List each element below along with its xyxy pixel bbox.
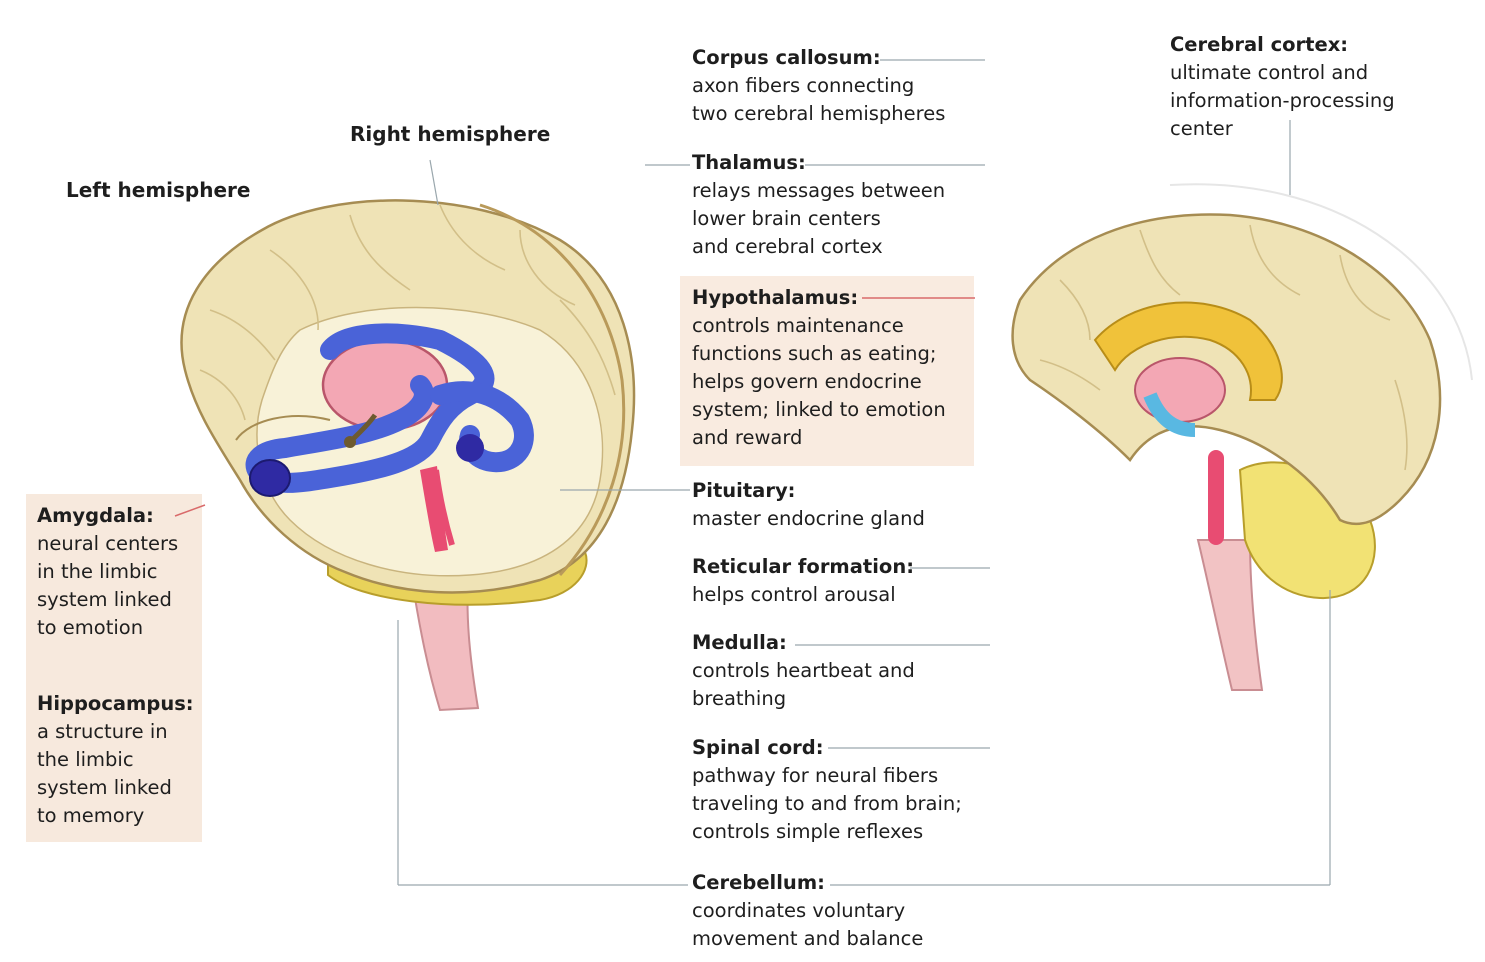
cerebral-cortex-line: information-processing (1170, 87, 1395, 115)
reticular-formation-title: Reticular formation: (692, 553, 914, 581)
cerebral-cortex-line: center (1170, 115, 1395, 143)
thalamus-label: Thalamus: relays messages between lower … (692, 149, 945, 261)
hippocampus-label: Hippocampus: a structure in the limbic s… (37, 690, 194, 830)
pituitary-line: master endocrine gland (692, 505, 925, 533)
amygdala-line: neural centers (37, 530, 178, 558)
thalamus-line: lower brain centers (692, 205, 945, 233)
hypothalamus-line: system; linked to emotion (692, 396, 946, 424)
cerebellum-title: Cerebellum: (692, 869, 923, 897)
hypothalamus-line: and reward (692, 424, 946, 452)
hypothalamus-line: functions such as eating; (692, 340, 946, 368)
cerebral-cortex-line: ultimate control and (1170, 59, 1395, 87)
thalamus-title: Thalamus: (692, 149, 945, 177)
right-cortex (1013, 214, 1440, 523)
medulla-line: controls heartbeat and (692, 657, 915, 685)
leader-amygdala (175, 505, 205, 516)
hippocampus-line: the limbic (37, 746, 194, 774)
amygdala-line: system linked (37, 586, 178, 614)
medulla-line: breathing (692, 685, 915, 713)
corpus-callosum-line: two cerebral hemispheres (692, 100, 945, 128)
amygdala-label: Amygdala: neural centers in the limbic s… (37, 502, 178, 642)
right-reticular (1208, 450, 1224, 545)
hippocampus-line: to memory (37, 802, 194, 830)
left-amygdala (250, 460, 290, 496)
pituitary-title: Pituitary: (692, 477, 925, 505)
cerebral-cortex-title: Cerebral cortex: (1170, 31, 1395, 59)
hippocampus-title: Hippocampus: (37, 690, 194, 718)
amygdala-line: to emotion (37, 614, 178, 642)
corpus-callosum-title: Corpus callosum: (692, 44, 945, 72)
right-brain-illustration (1013, 184, 1472, 690)
spinal-cord-line: pathway for neural fibers (692, 762, 962, 790)
hypothalamus-title: Hypothalamus: (692, 284, 946, 312)
hypothalamus-line: helps govern endocrine (692, 368, 946, 396)
spinal-cord-title: Spinal cord: (692, 734, 962, 762)
spinal-cord-label: Spinal cord: pathway for neural fibers t… (692, 734, 962, 846)
hypothalamus-line: controls maintenance (692, 312, 946, 340)
hippocampus-line: a structure in (37, 718, 194, 746)
hypothalamus-label: Hypothalamus: controls maintenance funct… (692, 284, 946, 452)
left-hemisphere-label: Left hemisphere (66, 178, 250, 202)
thalamus-line: relays messages between (692, 177, 945, 205)
left-brain-illustration (182, 200, 634, 710)
pituitary-label: Pituitary: master endocrine gland (692, 477, 925, 533)
thalamus-line: and cerebral cortex (692, 233, 945, 261)
cerebellum-line: coordinates voluntary (692, 897, 923, 925)
corpus-callosum-label: Corpus callosum: axon fibers connecting … (692, 44, 945, 128)
leader-right-hemisphere (430, 160, 438, 205)
corpus-callosum-line: axon fibers connecting (692, 72, 945, 100)
spinal-cord-line: controls simple reflexes (692, 818, 962, 846)
amygdala-line: in the limbic (37, 558, 178, 586)
reticular-formation-label: Reticular formation: helps control arous… (692, 553, 914, 609)
right-hemisphere-label: Right hemisphere (350, 122, 550, 146)
medulla-label: Medulla: controls heartbeat and breathin… (692, 629, 915, 713)
cerebral-cortex-label: Cerebral cortex: ultimate control and in… (1170, 31, 1395, 143)
hippocampus-line: system linked (37, 774, 194, 802)
amygdala-title: Amygdala: (37, 502, 178, 530)
spinal-cord-line: traveling to and from brain; (692, 790, 962, 818)
reticular-formation-line: helps control arousal (692, 581, 914, 609)
medulla-title: Medulla: (692, 629, 915, 657)
cerebellum-label: Cerebellum: coordinates voluntary moveme… (692, 869, 923, 953)
right-thalamus (1135, 358, 1225, 422)
right-brainstem (1198, 540, 1262, 690)
cerebellum-line: movement and balance (692, 925, 923, 953)
